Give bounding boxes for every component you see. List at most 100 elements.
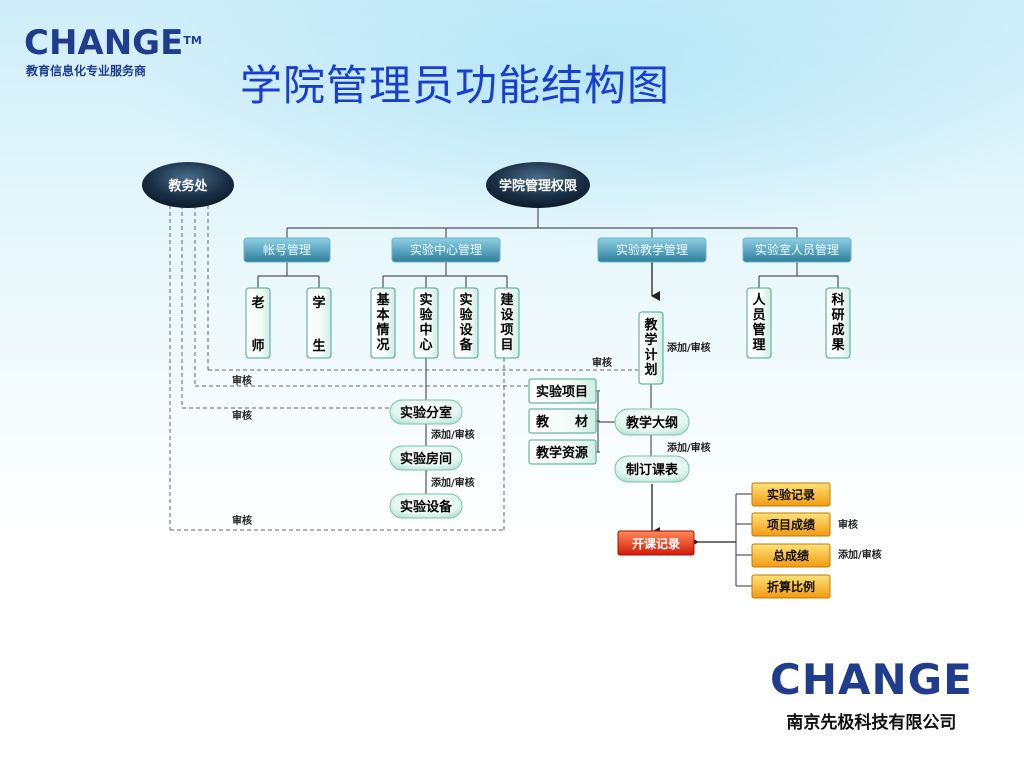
category-label: 实验中心管理 bbox=[410, 242, 482, 257]
svg-text:教学资源: 教学资源 bbox=[535, 445, 588, 461]
staff-personnel[interactable]: 人 员 管 理 bbox=[746, 287, 772, 359]
svg-text:目: 目 bbox=[500, 338, 513, 353]
record-note: 审核 bbox=[838, 518, 858, 531]
svg-text:总成绩: 总成绩 bbox=[773, 548, 809, 563]
account-student[interactable]: 学 生 bbox=[306, 287, 332, 359]
svg-text:计: 计 bbox=[644, 347, 657, 363]
lab-room-node[interactable]: 实验分室 bbox=[389, 399, 463, 425]
tree-connectors bbox=[257, 208, 839, 587]
root-node[interactable]: 学院管理权限 bbox=[486, 162, 590, 208]
plan-note: 添加/审核 bbox=[667, 341, 711, 354]
svg-text:实验设备: 实验设备 bbox=[400, 499, 453, 515]
svg-text:生: 生 bbox=[312, 338, 325, 354]
bottom-logo: CHANGE 南京先极科技有限公司 bbox=[770, 655, 973, 734]
svg-text:折算比例: 折算比例 bbox=[767, 579, 815, 594]
jiaowuchu-node[interactable]: 教务处 bbox=[142, 162, 234, 208]
svg-text:实验分室: 实验分室 bbox=[400, 405, 452, 421]
jiaowuchu-label: 教务处 bbox=[167, 178, 208, 194]
svg-text:科: 科 bbox=[831, 292, 844, 308]
audit-label: 审核 bbox=[232, 514, 252, 527]
svg-text:项: 项 bbox=[500, 323, 513, 338]
svg-text:实验记录: 实验记录 bbox=[767, 487, 815, 502]
svg-text:基: 基 bbox=[375, 292, 390, 308]
record-item-conversion-ratio[interactable]: 折算比例 bbox=[751, 574, 831, 599]
svg-text:教学大纲: 教学大纲 bbox=[625, 415, 678, 431]
category-staff[interactable]: 实验室人员管理 bbox=[742, 237, 852, 263]
syllabus-node[interactable]: 教学大纲 bbox=[614, 408, 690, 436]
company-name: 南京先极科技有限公司 bbox=[786, 713, 957, 733]
svg-text:员: 员 bbox=[752, 308, 765, 323]
svg-text:况: 况 bbox=[376, 338, 389, 353]
course-record-node[interactable]: 开课记录 bbox=[617, 530, 695, 556]
resource-ticks bbox=[596, 390, 600, 453]
lab-note: 添加/审核 bbox=[431, 476, 475, 489]
category-center[interactable]: 实验中心管理 bbox=[391, 237, 501, 263]
svg-text:成: 成 bbox=[831, 322, 844, 338]
bottom-logo-wordmark: CHANGE bbox=[770, 655, 973, 704]
svg-text:心: 心 bbox=[419, 338, 432, 353]
svg-text:备: 备 bbox=[458, 337, 473, 353]
logo-tagline: 教育信息化专业服务商 bbox=[26, 64, 147, 78]
svg-text:设: 设 bbox=[500, 308, 514, 323]
svg-text:本: 本 bbox=[376, 307, 389, 323]
record-item-lab-record[interactable]: 实验记录 bbox=[751, 482, 831, 507]
svg-text:验: 验 bbox=[419, 307, 433, 323]
center-lab-center[interactable]: 实 验 中 心 bbox=[413, 287, 439, 359]
syllabus-note: 添加/审核 bbox=[667, 441, 711, 454]
center-construction-project[interactable]: 建 设 项 目 bbox=[494, 287, 520, 359]
teaching-plan-node[interactable]: 教 学 计 划 bbox=[638, 311, 664, 385]
logo-wordmark: CHANGETM bbox=[24, 23, 202, 63]
page-title: 学院管理员功能结构图 bbox=[240, 61, 671, 110]
svg-text:设: 设 bbox=[459, 323, 473, 338]
svg-text:教: 教 bbox=[643, 317, 658, 333]
center-basic-info[interactable]: 基 本 情 况 bbox=[370, 287, 396, 359]
category-label: 实验室人员管理 bbox=[755, 242, 839, 257]
category-account[interactable]: 帐号管理 bbox=[243, 237, 331, 263]
svg-text:划: 划 bbox=[644, 362, 657, 378]
category-teaching[interactable]: 实验教学管理 bbox=[597, 237, 707, 263]
lab-note: 添加/审核 bbox=[431, 428, 475, 441]
svg-text:果: 果 bbox=[830, 338, 844, 353]
svg-text:实: 实 bbox=[459, 292, 472, 308]
svg-text:理: 理 bbox=[752, 338, 765, 353]
category-label: 帐号管理 bbox=[263, 242, 311, 257]
svg-text:研: 研 bbox=[831, 308, 844, 323]
svg-text:建: 建 bbox=[500, 292, 513, 308]
record-note: 添加/审核 bbox=[838, 548, 882, 561]
staff-research[interactable]: 科 研 成 果 bbox=[825, 287, 851, 359]
center-lab-equipment[interactable]: 实 验 设 备 bbox=[453, 287, 479, 359]
record-item-project-score[interactable]: 项目成绩 bbox=[751, 512, 831, 537]
svg-text:实: 实 bbox=[419, 292, 432, 308]
resource-textbook[interactable]: 教 材 bbox=[528, 408, 597, 434]
account-teacher[interactable]: 老 师 bbox=[245, 287, 271, 359]
resource-lab-project[interactable]: 实验项目 bbox=[528, 378, 597, 404]
svg-text:实验项目: 实验项目 bbox=[536, 384, 588, 400]
svg-text:开课记录: 开课记录 bbox=[632, 536, 680, 551]
root-label: 学院管理权限 bbox=[499, 178, 578, 194]
svg-text:项目成绩: 项目成绩 bbox=[767, 517, 815, 532]
audit-label: 审核 bbox=[232, 409, 252, 422]
svg-text:教 材: 教 材 bbox=[535, 414, 588, 430]
svg-text:学: 学 bbox=[312, 295, 325, 311]
lab-equipment-node[interactable]: 实验设备 bbox=[389, 493, 463, 519]
top-logo: CHANGETM 教育信息化专业服务商 bbox=[24, 26, 202, 79]
svg-text:人: 人 bbox=[752, 292, 766, 308]
svg-text:中: 中 bbox=[419, 322, 432, 338]
schedule-node[interactable]: 制订课表 bbox=[614, 455, 690, 483]
audit-label: 审核 bbox=[592, 356, 612, 369]
lab-chamber-node[interactable]: 实验房间 bbox=[389, 445, 463, 471]
svg-text:实验房间: 实验房间 bbox=[400, 451, 452, 467]
category-label: 实验教学管理 bbox=[616, 242, 688, 257]
svg-text:师: 师 bbox=[251, 338, 264, 354]
record-item-total-score[interactable]: 总成绩 bbox=[751, 543, 831, 568]
audit-dashed-lines bbox=[169, 205, 638, 531]
svg-text:管: 管 bbox=[752, 322, 765, 338]
resource-teaching-resources[interactable]: 教学资源 bbox=[528, 439, 597, 465]
svg-text:学: 学 bbox=[644, 332, 657, 348]
audit-label: 审核 bbox=[232, 374, 252, 387]
svg-text:情: 情 bbox=[376, 322, 389, 338]
svg-text:验: 验 bbox=[459, 307, 473, 323]
svg-text:制订课表: 制订课表 bbox=[626, 462, 679, 478]
svg-text:老: 老 bbox=[250, 295, 264, 311]
